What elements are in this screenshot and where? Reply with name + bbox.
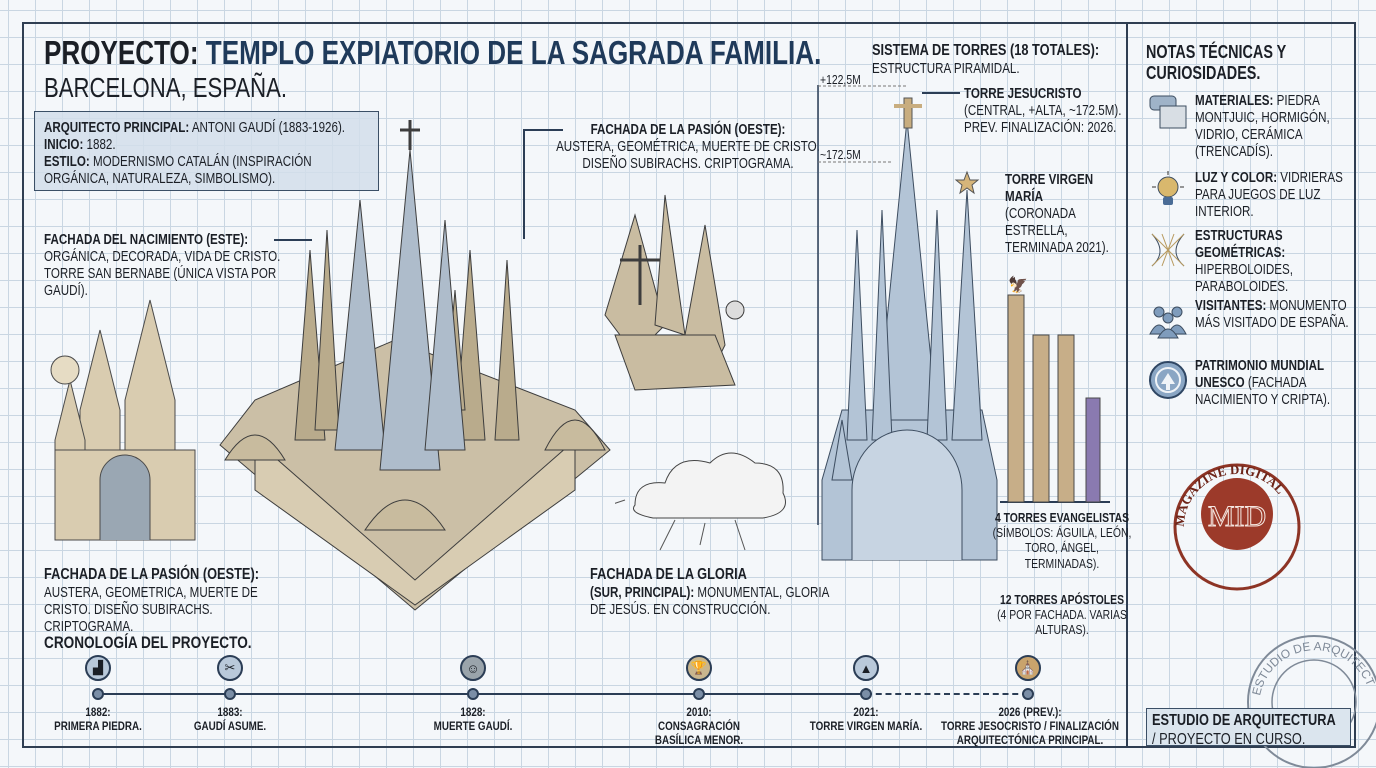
facade-gloria-note: FACHADA DE LA GLORIA(SUR, PRINCIPAL): MO…: [590, 566, 829, 618]
gaudi-portrait-icon: ☺: [460, 655, 486, 681]
note-visitantes: VISITANTES: MONUMENTO MÁS VISITADO DE ES…: [1195, 298, 1349, 331]
torre-virgen-note: TORRE VIRGEN MARÍA(CORONADA ESTRELLA, TE…: [1005, 172, 1109, 256]
notes-title: NOTAS TÉCNICAS Y CURIOSIDADES.: [1146, 42, 1287, 84]
timeline-event: 1882:PRIMERA PIEDRA.: [54, 705, 142, 733]
project-info: ARQUITECTO PRINCIPAL: ANTONI GAUDÍ (1883…: [44, 120, 346, 187]
height-marker-top: +122,5m: [820, 72, 861, 87]
basilica-illustration: [219, 120, 611, 611]
torre-jesucristo-note: TORRE JESUCRISTO(CENTRAL, +ALTA, ~172.5m…: [964, 86, 1122, 136]
passion-sculpture-illustration: [604, 194, 745, 391]
cloud-glory-illustration: [615, 452, 786, 551]
column-divider: [1126, 22, 1128, 748]
studio-stamp: ESTUDIO DE ARQUITECTURA: [1238, 612, 1376, 768]
poster-frame: [22, 22, 1356, 748]
page-title: PROYECTO: TEMPLO EXPIATORIO DE LA SAGRAD…: [44, 34, 822, 71]
timeline-point-2010: [693, 688, 705, 700]
unesco-icon: [1149, 361, 1187, 399]
magazine-digital-stamp: MAGAZINE DIGITAL MID: [1172, 462, 1301, 591]
basilica-icon: ⛪: [1015, 655, 1041, 681]
note-materiales: MATERIALES: PIEDRA MONTJUIC, HORMIGÓN, V…: [1195, 93, 1330, 160]
timeline-point-1828: [467, 688, 479, 700]
timeline-line: [98, 693, 866, 695]
eagle-icon: 🦅: [1008, 275, 1028, 294]
tower-icon: ▲: [853, 655, 879, 681]
trophy-icon: 🏆: [686, 655, 712, 681]
timeline-point-1883: [224, 688, 236, 700]
footer-box: [1146, 708, 1351, 746]
towers-heading: SISTEMA DE TORRES (18 TOTALES):ESTRUCTUR…: [872, 42, 1100, 77]
page-subtitle: BARCELONA, ESPAÑA.: [44, 72, 287, 103]
svg-text:ESTUDIO DE ARQUITECTURA: ESTUDIO DE ARQUITECTURA: [1238, 612, 1376, 697]
timeline-event: 2026 (PREV.):TORRE JESOCRISTO / FINALIZA…: [941, 705, 1119, 747]
timeline-point-2026: [1022, 688, 1034, 700]
facade-nacimiento-note: FACHADA DEL NACIMIENTO (ESTE):ORGÁNICA, …: [44, 232, 281, 299]
lightbulb-icon: [1152, 171, 1184, 205]
timeline-event: 1828:MUERTE GAUDÍ.: [433, 705, 513, 733]
timeline-event: 1883:GAUDÍ ASUME.: [193, 705, 267, 733]
note-luz-color: LUZ Y COLOR: VIDRIERAS PARA JUEGOS DE LU…: [1195, 170, 1343, 220]
evangelist-towers-bars: 🦅: [1000, 275, 1110, 503]
timeline-event: 2021:TORRE VIRGEN MARÍA.: [809, 705, 923, 733]
timeline-point-2021: [860, 688, 872, 700]
apostoles-note: 12 TORRES APÓSTOLES(4 POR FACHADA. VARIA…: [997, 592, 1127, 638]
arrow-nacimiento: [274, 239, 312, 241]
tower-bar-toro: [1057, 334, 1075, 503]
visitors-icon: [1149, 306, 1187, 339]
footer-text: ESTUDIO DE ARQUITECTURA/ PROYECTO EN CUR…: [1152, 712, 1336, 748]
timeline-line-projected: [866, 693, 1028, 695]
arrow-pasion-top: [523, 129, 563, 131]
height-marker-mid: ~172.5m: [820, 147, 861, 162]
timeline-title: CRONOLOGÍA DEL PROYECTO.: [44, 633, 252, 652]
svg-text:MID: MID: [1208, 500, 1266, 533]
tower-bar-angel: [1085, 397, 1101, 503]
arrow-jesucristo: [922, 92, 960, 94]
note-unesco: PATRIMONIO MUNDIAL UNESCO (FACHADA NACIM…: [1195, 358, 1331, 408]
evangelistas-note: 4 TORRES EVANGELISTAS(SÍMBOLOS: ÁGUILA, …: [992, 510, 1132, 571]
nativity-facade-illustration: [50, 299, 196, 541]
hyperboloid-icon: [1151, 233, 1185, 267]
timeline-point-1882: [92, 688, 104, 700]
stone-blocks-icon: [1149, 95, 1187, 129]
facade-pasion-top-note: FACHADA DE LA PASIÓN (OESTE):AUSTERA, GE…: [556, 122, 820, 172]
arrow-pasion-top-stem: [523, 129, 525, 239]
tower-bar-leon: [1032, 334, 1050, 503]
facade-pasion-bottom-note: FACHADA DE LA PASIÓN (OESTE):AUSTERA, GE…: [44, 566, 259, 635]
tools-icon: ✂: [217, 655, 243, 681]
project-info-box: [34, 111, 379, 191]
foundation-stone-icon: ▟: [85, 655, 111, 681]
tower-elevation-illustration: [817, 85, 998, 561]
note-estructuras: ESTRUCTURAS GEOMÉTRICAS: HIPERBOLOIDES, …: [1195, 228, 1293, 295]
tower-bar-aguila: [1007, 294, 1025, 503]
